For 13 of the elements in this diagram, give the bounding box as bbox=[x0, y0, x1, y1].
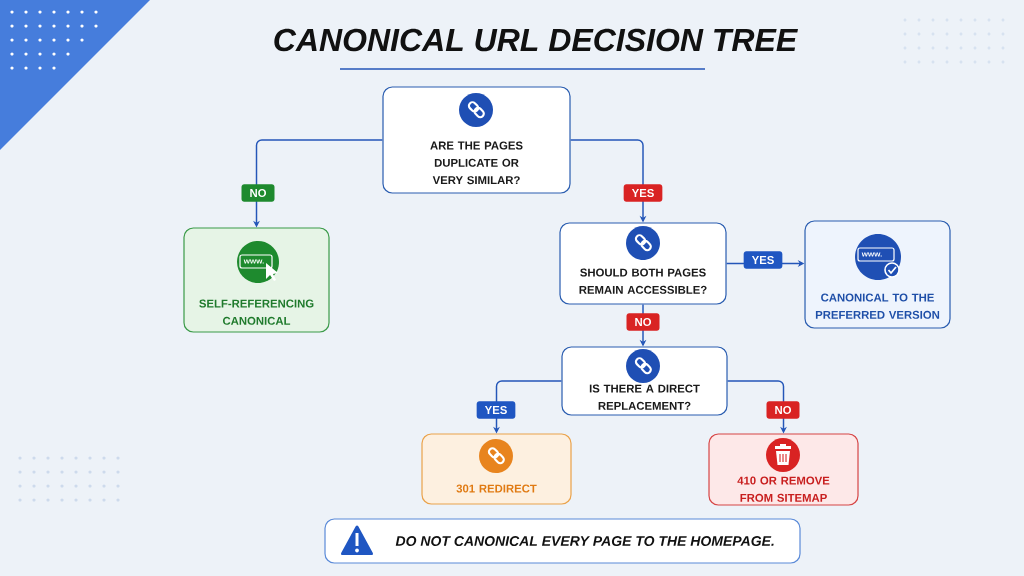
outcome-box: 410 OR REMOVE FROM SITEMAP bbox=[708, 433, 859, 506]
edge-label: YES bbox=[623, 184, 663, 202]
edge-label: NO bbox=[241, 184, 275, 202]
edge-label: NO bbox=[766, 401, 800, 419]
edge-label: NO bbox=[626, 313, 660, 331]
decision-box: ARE THE PAGES DUPLICATE OR VERY SIMILAR? bbox=[382, 86, 571, 194]
warning-note: DO NOT CANONICAL EVERY PAGE TO THE HOMEPAGE. bbox=[324, 518, 801, 564]
decision-box: IS THERE A DIRECT REPLACEMENT? bbox=[561, 346, 728, 416]
edge-label: YES bbox=[476, 401, 516, 419]
title: CANONICAL URL DECISION TREE bbox=[274, 28, 798, 52]
edge-label: YES bbox=[743, 251, 783, 269]
decision-box: SHOULD BOTH PAGES REMAIN ACCESSIBLE? bbox=[559, 222, 727, 305]
outcome-box: 301 REDIRECT bbox=[421, 433, 572, 505]
